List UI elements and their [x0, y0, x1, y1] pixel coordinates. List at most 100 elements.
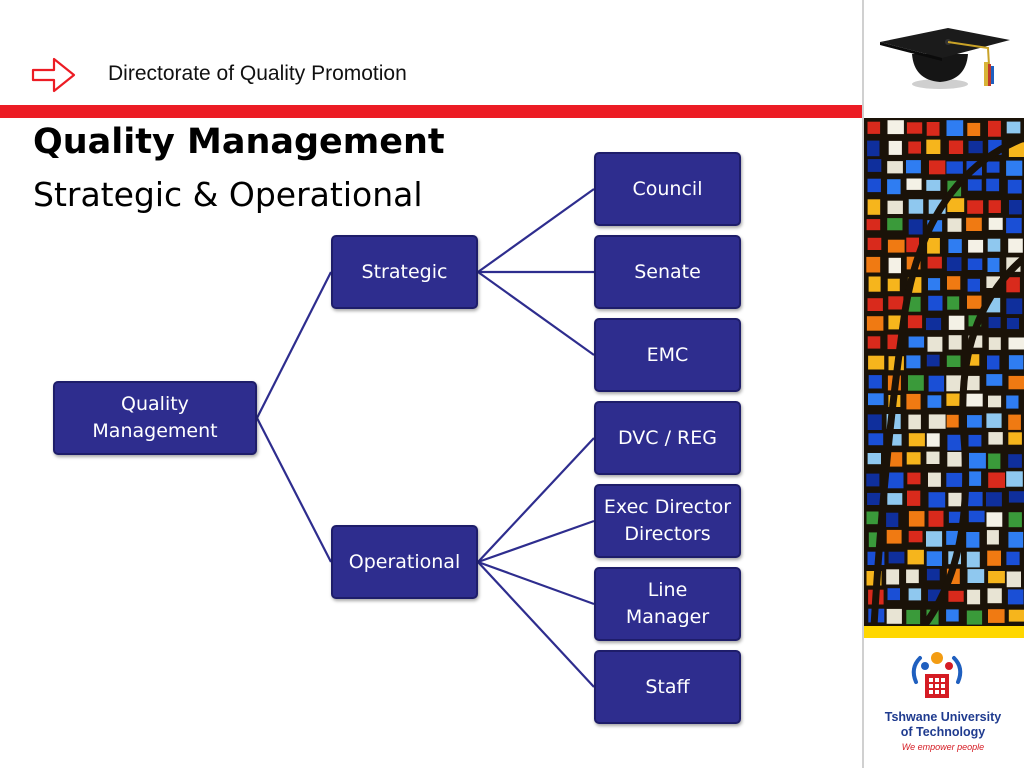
glass-pane [867, 159, 882, 172]
glass-pane [946, 355, 961, 367]
glass-pane [986, 413, 1002, 428]
glass-pane [887, 218, 903, 231]
glass-pane [906, 393, 921, 410]
glass-pane [988, 609, 1005, 623]
glass-pane [928, 472, 941, 487]
glass-pane [967, 415, 982, 428]
header-divider [0, 105, 862, 118]
glass-pane [926, 122, 940, 136]
glass-pane [887, 493, 903, 505]
glass-pane [887, 200, 903, 214]
right-panel: Tshwane University of Technology We empo… [862, 0, 1024, 768]
glass-pane [927, 395, 942, 408]
node-staff: Staff [594, 650, 741, 724]
university-tagline: We empower people [901, 742, 985, 752]
glass-pane [1006, 121, 1021, 134]
glass-pane [928, 375, 945, 392]
glass-pane [967, 200, 984, 214]
page-subtitle: Strategic & Operational [33, 175, 423, 214]
glass-pane [886, 512, 899, 527]
node-council: Council [594, 152, 741, 226]
glass-pane [907, 490, 921, 506]
glass-pane [946, 414, 959, 428]
node-dvc-reg: DVC / REG [594, 401, 741, 475]
glass-pane [868, 393, 884, 406]
glass-pane [888, 257, 901, 274]
glass-pane [888, 551, 905, 564]
glass-pane [1006, 277, 1020, 293]
glass-pane [946, 530, 959, 545]
glass-pane [928, 278, 941, 291]
glass-pane [926, 354, 940, 367]
glass-pane [946, 472, 963, 487]
glass-pane [967, 295, 982, 309]
glass-pane [926, 568, 940, 581]
glass-pane [968, 239, 984, 253]
glass-pane [986, 276, 1000, 288]
glass-pane [1008, 337, 1024, 350]
glass-pane [908, 219, 923, 235]
glass-pane [967, 122, 981, 136]
glass-pane [867, 298, 883, 311]
glass-pane [966, 532, 980, 548]
glass-pane [928, 414, 946, 429]
glass-pane [966, 217, 982, 231]
glass-pane [926, 433, 940, 447]
glass-pane [988, 472, 1005, 488]
glass-pane [988, 217, 1003, 230]
node-strategic: Strategic [331, 235, 478, 309]
glass-pane [887, 239, 905, 253]
glass-pane [928, 492, 946, 508]
glass-lead-line [870, 134, 1024, 626]
glass-pane [888, 296, 904, 310]
glass-pane [887, 161, 903, 174]
glass-pane [987, 355, 1000, 370]
glass-pane [908, 414, 921, 430]
glass-pane [867, 140, 880, 157]
glass-pane [1008, 432, 1022, 445]
glass-pane [886, 434, 902, 446]
glass-pane [907, 472, 921, 485]
glass-pane [1006, 160, 1023, 176]
node-emc: EMC [594, 318, 741, 392]
glass-pane [1008, 375, 1024, 390]
sidebar-accent-bar [864, 626, 1024, 638]
glass-pane [947, 434, 964, 451]
glass-pane [988, 120, 1001, 137]
glass-pane [887, 588, 900, 601]
glass-pane [886, 529, 902, 544]
glass-pane [908, 511, 925, 527]
glass-pane [966, 354, 980, 366]
glass-pane [927, 256, 942, 269]
glass-pane [908, 433, 925, 447]
glass-pane [948, 140, 964, 154]
glass-pane [887, 179, 901, 195]
glass-pane [908, 530, 923, 543]
glass-pane [866, 473, 880, 487]
glass-pane [866, 316, 884, 331]
university-name: Tshwane University of Technology [884, 710, 1002, 739]
glass-pane [948, 335, 962, 350]
glass-pane [906, 178, 922, 190]
glass-pane [888, 140, 902, 155]
glass-pane [968, 140, 983, 154]
glass-pane [966, 375, 980, 391]
glass-pane [868, 433, 884, 446]
stained-glass-image [864, 118, 1024, 626]
glass-pane [986, 512, 1003, 527]
glass-pane [966, 551, 980, 568]
glass-pane [867, 237, 882, 250]
glass-pane [1006, 471, 1023, 487]
glass-pane [887, 472, 904, 489]
glass-pane [986, 492, 1002, 507]
edge-operational-staff [477, 561, 595, 688]
glass-pane [947, 218, 962, 232]
tut-logo-icon [911, 652, 963, 698]
node-qm: Quality Management [53, 381, 257, 455]
glass-pane [947, 452, 962, 467]
edge-strategic-council [477, 188, 595, 273]
glass-pane [988, 200, 1001, 213]
node-senate: Senate [594, 235, 741, 309]
glass-pane [946, 257, 962, 271]
node-operational: Operational [331, 525, 478, 599]
